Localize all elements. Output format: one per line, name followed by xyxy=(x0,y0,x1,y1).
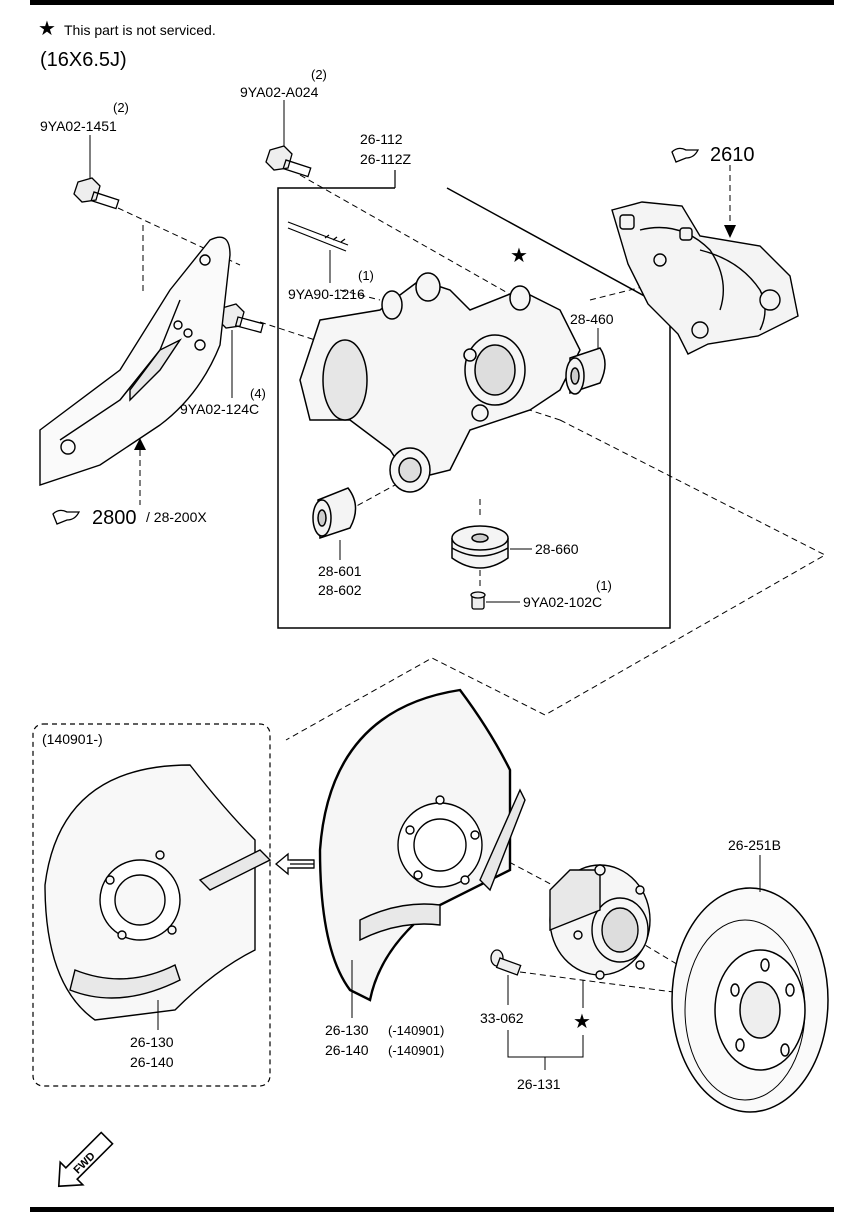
bolt-a024-icon xyxy=(265,145,312,178)
bushing-601-part-2: 28-602 xyxy=(318,582,362,598)
hub-assembly-icon xyxy=(549,864,651,980)
hub-assy-bracket xyxy=(507,1030,584,1058)
bolt-1451-icon xyxy=(73,177,120,210)
top-rule xyxy=(30,0,834,5)
bolt-1451-part: 9YA02-1451 xyxy=(40,118,117,134)
knuckle-part-2: 26-112Z xyxy=(360,151,412,167)
knuckle-part-1: 26-112 xyxy=(360,131,403,147)
bushing-460-icon xyxy=(565,347,606,395)
catalog-reference-icon xyxy=(52,509,81,525)
knuckle-star-icon: ★ xyxy=(510,245,528,267)
wheel-spec: (16X6.5J) xyxy=(40,49,127,71)
brake-disc-icon xyxy=(671,887,829,1113)
caliper-icon xyxy=(611,201,799,355)
new-shield-date: (140901-) xyxy=(42,731,103,747)
header-star-icon: ★ xyxy=(38,18,56,40)
header-note: This part is not serviced. xyxy=(64,22,216,38)
stud-1216-part: 9YA90-1216 xyxy=(288,286,365,302)
new-dust-shield-icon xyxy=(44,764,272,1021)
hub-star-icon: ★ xyxy=(573,1011,591,1033)
bolt-1451-qty: (2) xyxy=(113,100,129,115)
fwd-arrow-icon: FWD xyxy=(57,1131,114,1188)
caliper-arrow-icon xyxy=(724,225,736,238)
bushing-660-part: 28-660 xyxy=(535,541,579,557)
trailing-arm-icon xyxy=(39,236,231,486)
bolt-a024-qty: (2) xyxy=(311,67,327,82)
new-shield-part-1: 26-130 xyxy=(130,1034,174,1050)
trailing-arm-alt: / 28-200X xyxy=(146,509,207,525)
catalog-reference-icon xyxy=(671,147,700,163)
bolt-124c-qty: (4) xyxy=(250,386,266,401)
old-shield-part-1: 26-130 xyxy=(325,1022,369,1038)
bolt-124c-part: 9YA02-124C xyxy=(180,401,259,417)
old-shield-part-2: 26-140 xyxy=(325,1042,369,1058)
stud-1216-icon xyxy=(287,221,349,252)
new-shield-box xyxy=(32,723,271,1087)
bushing-660-icon xyxy=(451,525,509,569)
knuckle-icon xyxy=(299,272,581,493)
bottom-rule xyxy=(30,1207,834,1212)
bushing-601-part-1: 28-601 xyxy=(318,563,362,579)
old-dust-shield-icon xyxy=(318,688,526,1002)
bushing-460-part: 28-460 xyxy=(570,311,614,327)
new-shield-part-2: 26-140 xyxy=(130,1054,174,1070)
trailing-arm-arrow-icon xyxy=(134,438,146,450)
stud-1216-qty: (1) xyxy=(358,268,374,283)
bolt-102c-qty: (1) xyxy=(596,578,612,593)
bolt-102c-part: 9YA02-102C xyxy=(523,594,602,610)
old-shield-date-1: (-140901) xyxy=(388,1023,444,1038)
bolt-a024-part: 9YA02-A024 xyxy=(240,84,319,100)
caliper-part: 2610 xyxy=(710,144,755,166)
hub-assy-part: 26-131 xyxy=(517,1076,561,1092)
bushing-601-icon xyxy=(312,487,357,540)
old-shield-date-2: (-140901) xyxy=(388,1043,444,1058)
brake-disc-part: 26-251B xyxy=(728,837,781,853)
hub-bolt-part: 33-062 xyxy=(480,1010,524,1026)
hub-bolt-icon xyxy=(490,949,522,976)
bolt-102c-icon xyxy=(470,591,486,610)
replacement-arrow-icon xyxy=(274,852,315,876)
trailing-arm-part: 2800 xyxy=(92,507,137,529)
